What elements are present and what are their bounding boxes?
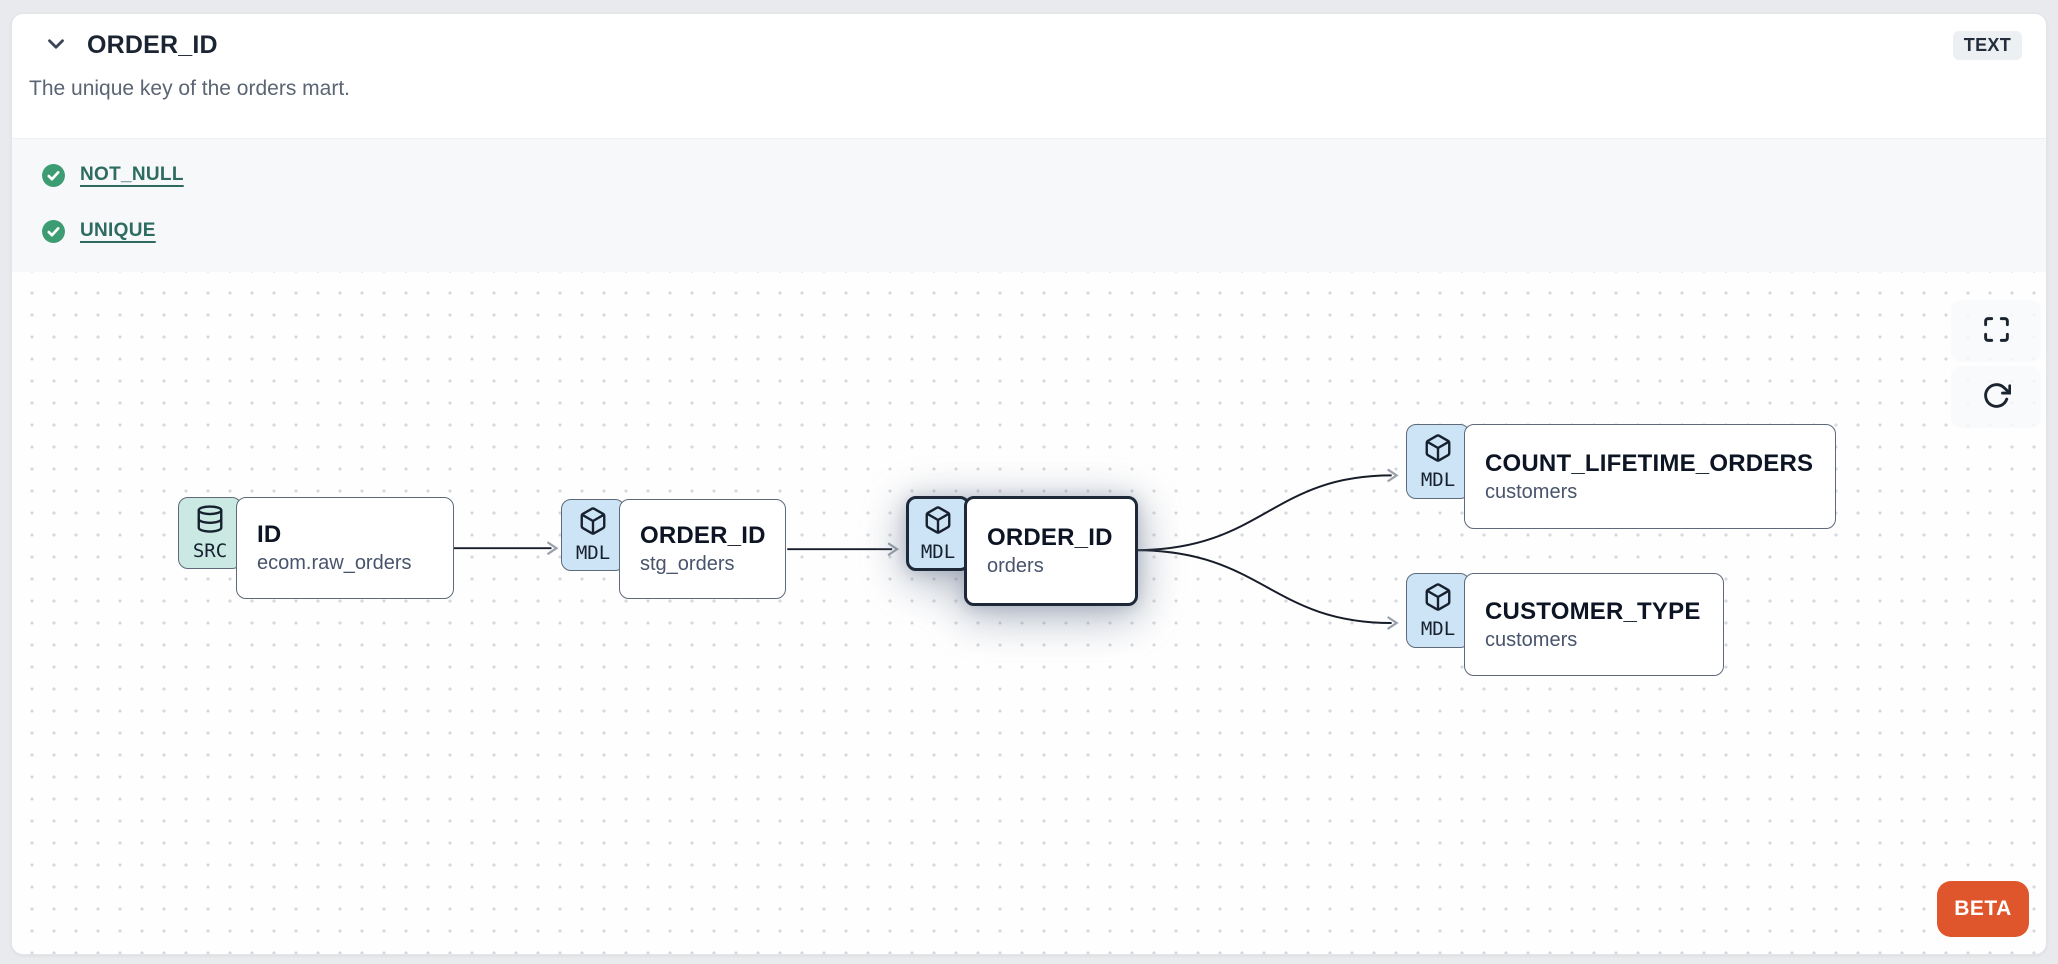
node-card: ORDER_ID orders — [964, 496, 1138, 606]
node-card: COUNT_LIFETIME_ORDERS customers — [1464, 424, 1836, 529]
lineage-node-count-lifetime-orders-customers[interactable]: MDL COUNT_LIFETIME_ORDERS customers — [1406, 424, 1836, 529]
fullscreen-button[interactable] — [1951, 300, 2041, 362]
beta-badge: BETA — [1937, 881, 2029, 937]
edge-arrowhead — [887, 542, 900, 557]
node-subtitle: orders — [987, 555, 1044, 577]
test-row-unique: UNIQUE — [41, 209, 2046, 253]
column-header: ORDER_ID TEXT The unique key of the orde… — [12, 14, 2046, 138]
edge — [1134, 549, 1392, 624]
lineage-canvas[interactable]: SRC ID ecom.raw_orders MDL ORDER_ID stg_… — [12, 272, 2046, 954]
node-subtitle: customers — [1485, 628, 1578, 651]
node-kind-label: MDL — [920, 540, 956, 563]
collapse-button[interactable] — [41, 30, 71, 60]
node-card: ID ecom.raw_orders — [236, 497, 454, 599]
source-badge: SRC — [178, 497, 242, 569]
node-kind-label: MDL — [1420, 468, 1456, 491]
cube-icon — [923, 505, 953, 540]
model-badge: MDL — [906, 496, 970, 571]
node-title: ID — [257, 521, 282, 548]
node-kind-label: SRC — [192, 540, 228, 562]
node-title: ORDER_ID — [987, 524, 1113, 551]
test-row-not-null: NOT_NULL — [41, 153, 2046, 197]
node-subtitle: customers — [1485, 480, 1578, 503]
node-kind-label: MDL — [1420, 617, 1456, 640]
refresh-icon — [1982, 381, 2011, 413]
refresh-button[interactable] — [1951, 366, 2041, 428]
column-type-badge: TEXT — [1952, 30, 2022, 60]
node-title: CUSTOMER_TYPE — [1485, 597, 1701, 625]
lineage-node-customer-type-customers[interactable]: MDL CUSTOMER_TYPE customers — [1406, 573, 1724, 676]
node-card: CUSTOMER_TYPE customers — [1464, 573, 1724, 676]
edge-arrowhead — [1387, 616, 1399, 630]
cube-icon — [1423, 582, 1453, 617]
column-title-row: ORDER_ID TEXT — [29, 30, 2022, 60]
cube-icon — [578, 506, 608, 541]
check-circle-icon — [41, 219, 66, 244]
edge-arrowhead — [546, 541, 559, 556]
canvas-controls — [1951, 300, 2041, 428]
lineage-node-id-ecom-raw-orders[interactable]: SRC ID ecom.raw_orders — [178, 497, 454, 599]
check-circle-icon — [41, 163, 66, 188]
model-badge: MDL — [561, 499, 625, 571]
node-card: ORDER_ID stg_orders — [619, 499, 786, 599]
lineage-node-order-id-orders-selected[interactable]: MDL ORDER_ID orders — [906, 496, 1138, 606]
lineage-node-order-id-stg-orders[interactable]: MDL ORDER_ID stg_orders — [561, 499, 786, 599]
column-title: ORDER_ID — [87, 30, 218, 59]
lineage-edges-svg — [453, 468, 1399, 630]
database-icon — [195, 504, 225, 539]
cube-icon — [1423, 433, 1453, 468]
column-description: The unique key of the orders mart. — [29, 77, 350, 100]
maximize-icon — [1982, 315, 2011, 347]
node-title: ORDER_ID — [640, 522, 766, 549]
column-details-card: ORDER_ID TEXT The unique key of the orde… — [11, 13, 2047, 955]
edge — [1134, 474, 1392, 552]
chevron-down-icon — [43, 31, 69, 60]
edge-arrowhead — [1387, 468, 1399, 483]
test-link-unique[interactable]: UNIQUE — [80, 220, 156, 241]
node-subtitle: ecom.raw_orders — [257, 552, 412, 574]
node-title: COUNT_LIFETIME_ORDERS — [1485, 449, 1814, 477]
test-link-not-null[interactable]: NOT_NULL — [80, 164, 184, 185]
model-badge: MDL — [1406, 573, 1470, 648]
node-kind-label: MDL — [575, 542, 611, 564]
node-subtitle: stg_orders — [640, 553, 735, 575]
tests-section: NOT_NULL UNIQUE — [12, 138, 2046, 272]
model-badge: MDL — [1406, 424, 1470, 499]
